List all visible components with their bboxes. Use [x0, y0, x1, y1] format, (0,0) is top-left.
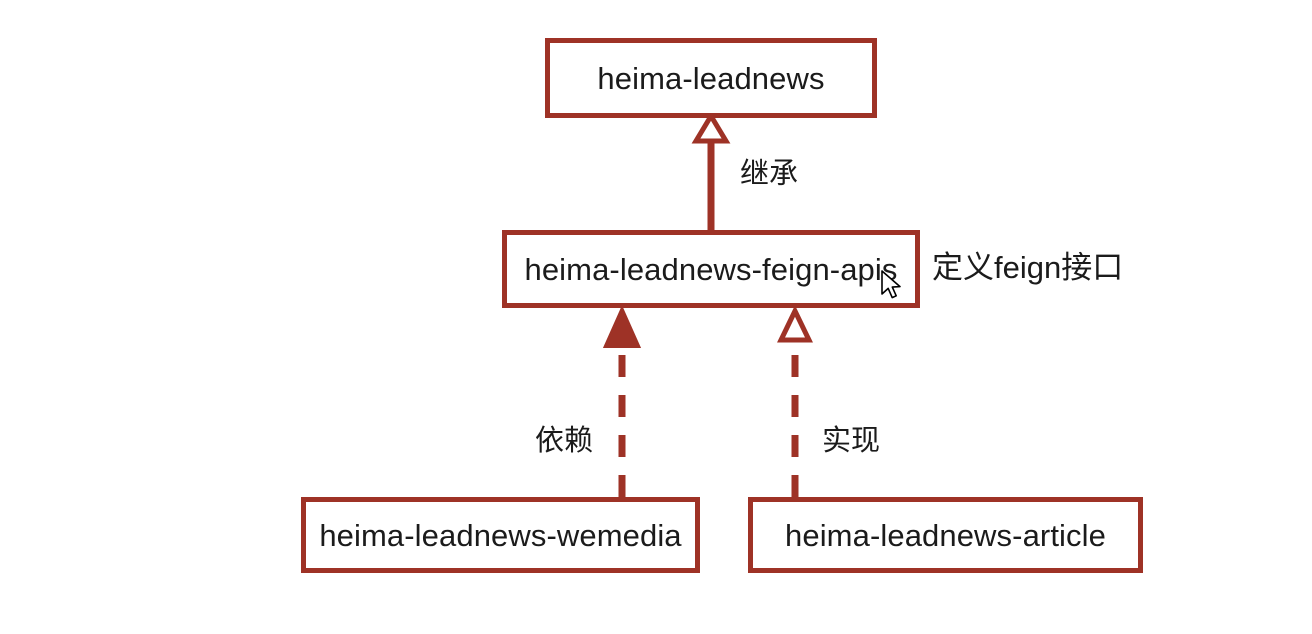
node-label: heima-leadnews-article — [785, 517, 1106, 553]
node-heima-leadnews-feign-apis[interactable]: heima-leadnews-feign-apis — [502, 230, 920, 308]
node-heima-leadnews-article[interactable]: heima-leadnews-article — [748, 497, 1143, 573]
node-label: heima-leadnews-wemedia — [319, 517, 682, 553]
node-heima-leadnews[interactable]: heima-leadnews — [545, 38, 877, 118]
edge-label-depend: 依赖 — [535, 425, 594, 457]
edge-label-inherit: 继承 — [740, 158, 799, 190]
hollow-triangle-arrowhead-icon — [691, 111, 731, 144]
node-label: heima-leadnews-feign-apis — [524, 251, 898, 287]
filled-triangle-arrowhead-icon — [602, 305, 642, 348]
node-label: heima-leadnews — [597, 60, 825, 96]
edge-label-realize: 实现 — [822, 425, 881, 457]
edge-depend — [602, 305, 642, 497]
node-heima-leadnews-wemedia[interactable]: heima-leadnews-wemedia — [301, 497, 700, 573]
edge-inherit — [691, 111, 731, 230]
hollow-triangle-arrowhead-icon — [777, 305, 813, 343]
annotation-define-feign-interface: 定义feign接口 — [932, 250, 1124, 285]
edge-realize — [777, 305, 813, 497]
